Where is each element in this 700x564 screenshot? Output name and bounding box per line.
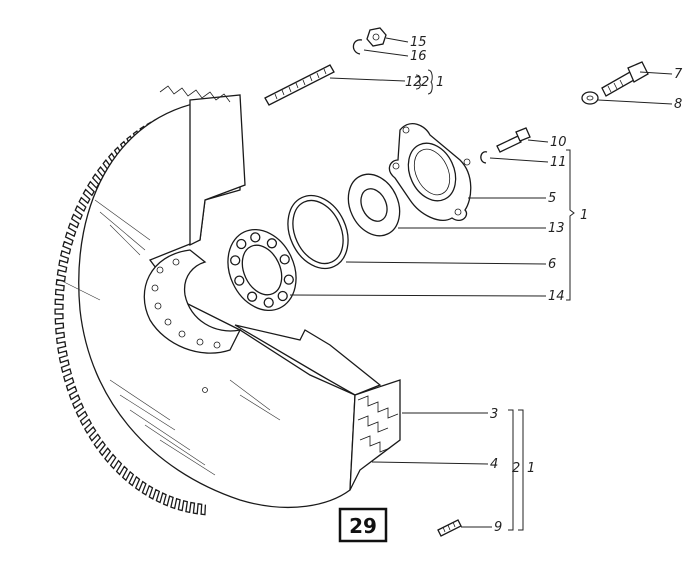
group-label-top-1: 1 xyxy=(436,75,444,90)
callout-8: 8 xyxy=(674,97,682,112)
callout-5: 5 xyxy=(548,191,556,206)
lower-cut-section xyxy=(234,324,382,396)
bearing-ball xyxy=(277,290,288,302)
bearing-ball xyxy=(263,297,274,308)
bearing-ball xyxy=(236,238,247,250)
upper-rim-block xyxy=(189,94,246,247)
callout-6: 6 xyxy=(548,257,556,272)
callout-13: 13 xyxy=(548,221,565,236)
figure-number-box: 29 xyxy=(338,507,388,543)
washer-16 xyxy=(352,39,363,55)
bearing-ball xyxy=(266,238,278,249)
washer-11 xyxy=(480,151,488,164)
group-label-bearing-1: 1 xyxy=(580,208,588,223)
hub-bolt-holes xyxy=(151,258,221,393)
group-label-top-2: 2 xyxy=(421,75,429,90)
snap-ring-6 xyxy=(287,194,349,270)
bearing-14 xyxy=(227,228,297,312)
callout-9: 9 xyxy=(494,520,502,535)
stud-12 xyxy=(264,64,335,106)
bolt-10 xyxy=(496,127,531,153)
bearing-ball xyxy=(250,232,261,243)
callout-4: 4 xyxy=(490,457,498,472)
bearing-ball xyxy=(279,254,290,265)
callout-3: 3 xyxy=(490,407,498,422)
callout-7: 7 xyxy=(674,67,683,82)
screw-9 xyxy=(437,519,462,537)
upper-rim-teeth xyxy=(159,85,231,103)
group-label-ring-1: 1 xyxy=(527,461,535,476)
lower-rim-edge xyxy=(349,379,401,491)
callout-10: 10 xyxy=(550,135,567,150)
lower-rim-teeth xyxy=(357,395,399,453)
washer-8 xyxy=(581,91,599,105)
flywheel-hub xyxy=(143,249,242,354)
bearing-13 xyxy=(347,173,401,237)
group-label-ring-2: 2 xyxy=(512,461,520,476)
callout-14: 14 xyxy=(548,289,565,304)
nut-15 xyxy=(366,27,387,47)
callout-labels: 15 16 12 2 1 7 8 10 11 5 1 13 6 14 3 4 2… xyxy=(405,35,683,535)
bearing-ball xyxy=(234,275,245,286)
callout-15: 15 xyxy=(410,35,427,50)
bearing-housing-5 xyxy=(388,123,472,222)
callout-11: 11 xyxy=(550,155,567,170)
bearing-ball xyxy=(230,255,241,266)
bearing-ball xyxy=(246,291,258,302)
figure-number: 29 xyxy=(349,514,377,538)
leader-lines xyxy=(289,37,673,531)
flywheel-ring-gear xyxy=(54,85,401,516)
callout-16: 16 xyxy=(410,49,427,64)
bearing-ball xyxy=(283,274,294,285)
bolt-7 xyxy=(601,61,649,97)
callout-12: 12 xyxy=(405,75,422,90)
disc-shading xyxy=(59,199,281,476)
